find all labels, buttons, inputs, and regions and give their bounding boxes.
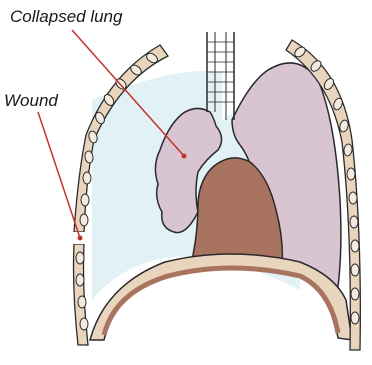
collapsed-lung-pointer-dot	[182, 154, 187, 159]
collapsed-lung-label: Collapsed lung	[10, 8, 122, 25]
wound-pointer	[38, 112, 80, 238]
wound-label: Wound	[4, 92, 58, 109]
